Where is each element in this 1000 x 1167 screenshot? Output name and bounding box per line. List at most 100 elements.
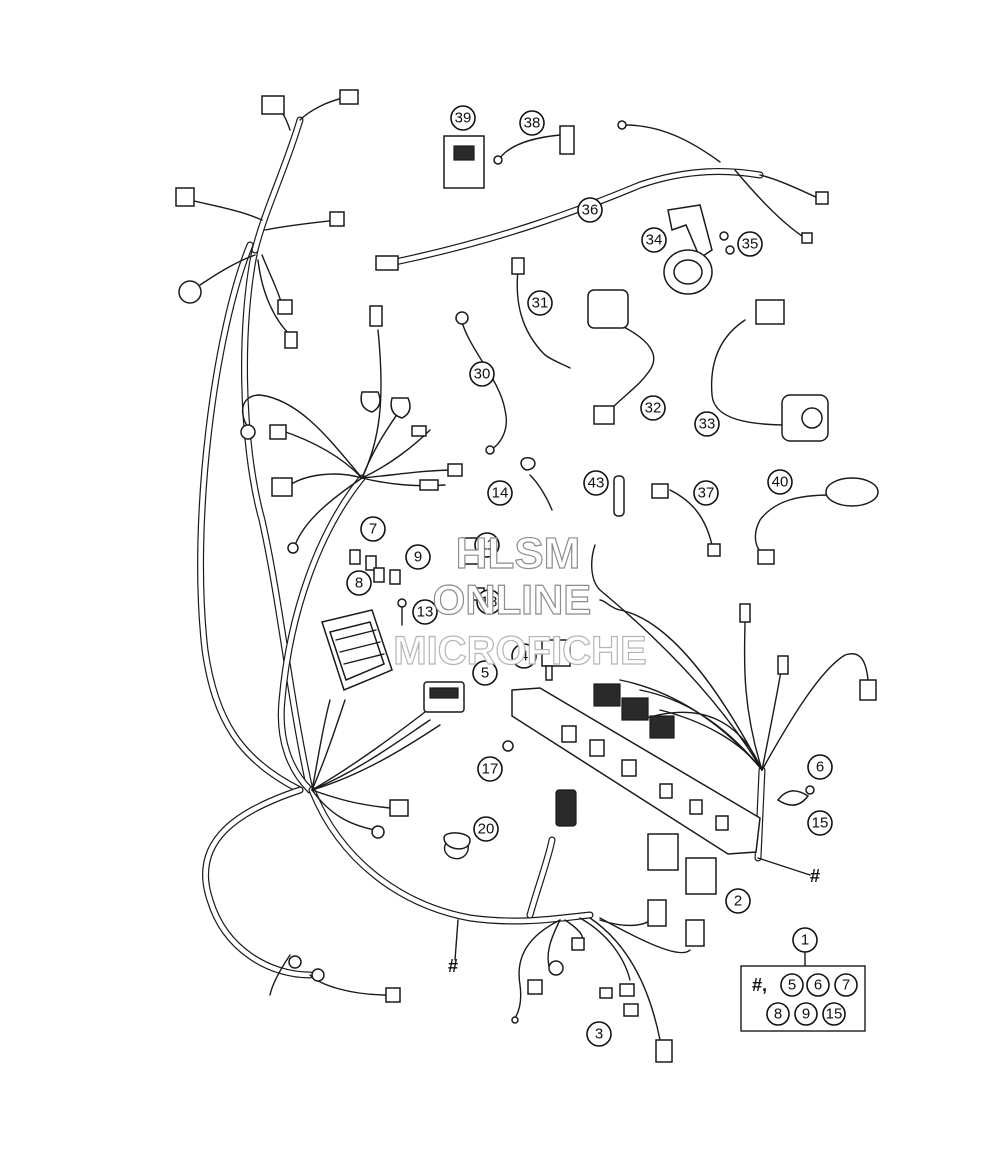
callout-3: 3: [586, 1021, 612, 1047]
connector-center-top: [369, 305, 383, 327]
hash-marker-bottom: #: [448, 956, 458, 976]
bolt-17: [502, 740, 514, 752]
svg-text:39: 39: [455, 110, 472, 127]
callout-8: 8: [346, 570, 372, 596]
callout-34: 34: [641, 227, 667, 253]
relay-4: [541, 639, 571, 667]
kit-item-5: 5: [780, 973, 804, 997]
callout-33: 33: [694, 411, 720, 437]
callout-11: 11: [474, 532, 500, 558]
callout-40: 40: [767, 469, 793, 495]
callout-labels: 39 38 36 34 35 31 30 32 33 14 43 37 40 7…: [346, 105, 833, 1047]
svg-text:37: 37: [698, 485, 715, 502]
part-38-sensor: [559, 125, 575, 155]
connector-top-left-a: [261, 95, 285, 115]
part-32-switch: [587, 289, 629, 329]
callout-39: 39: [450, 105, 476, 131]
tie-20: [443, 832, 471, 850]
svg-text:7: 7: [842, 977, 850, 994]
relay-2b: [685, 857, 717, 895]
leader-lines: [454, 857, 811, 967]
connector-round-left: [178, 280, 202, 304]
callout-30: 30: [469, 361, 495, 387]
watermark-line-3: MICROFICHE: [393, 629, 646, 673]
svg-text:32: 32: [645, 400, 662, 417]
svg-text:35: 35: [742, 236, 759, 253]
hash-marker-right: #: [810, 866, 820, 886]
connector-left-a: [175, 187, 195, 207]
connector-left-d: [284, 331, 298, 349]
part-40-sensor: [825, 477, 879, 507]
callout-38: 38: [519, 110, 545, 136]
kit-item-9: 9: [794, 1002, 818, 1026]
svg-text:7: 7: [369, 521, 377, 538]
part-39-relay: [443, 135, 485, 189]
part-37-connector: [651, 483, 669, 499]
watermark-line-1: HLSM: [456, 529, 581, 578]
watermark-line-2: ONLINE: [433, 576, 592, 623]
kit-item-15: 15: [822, 1002, 846, 1026]
kit-item-7: 7: [834, 973, 858, 997]
svg-text:30: 30: [474, 366, 491, 383]
screw-15: [805, 785, 815, 795]
clamp-6: [776, 790, 810, 806]
svg-text:11: 11: [479, 537, 495, 554]
callout-15: 15: [807, 810, 833, 836]
svg-text:15: 15: [812, 815, 829, 832]
svg-text:6: 6: [814, 977, 822, 994]
callout-31: 31: [527, 290, 553, 316]
part-30-sensor: [455, 311, 469, 325]
callout-18: 18: [476, 589, 502, 615]
svg-text:40: 40: [772, 474, 789, 491]
kit-prefix: #,: [752, 975, 767, 995]
connector-top-left-b: [339, 89, 359, 105]
svg-text:5: 5: [788, 977, 796, 994]
svg-text:13: 13: [417, 604, 434, 621]
svg-text:8: 8: [774, 1006, 782, 1023]
svg-text:17: 17: [482, 761, 499, 778]
callout-20: 20: [473, 816, 499, 842]
kit-contents-box: #, 5 6 7 8 9 15: [740, 965, 866, 1032]
callout-6: 6: [807, 754, 833, 780]
callout-43: 43: [583, 470, 609, 496]
fuse-7: [349, 549, 361, 565]
svg-text:33: 33: [699, 416, 716, 433]
part-32-connector: [593, 405, 615, 425]
callout-2: 2: [725, 888, 751, 914]
part-43-strap: [613, 475, 625, 517]
svg-text:43: 43: [588, 475, 605, 492]
callout-32: 32: [640, 395, 666, 421]
svg-text:6: 6: [816, 759, 824, 776]
svg-text:18: 18: [481, 594, 498, 611]
connector-plate-a: [593, 683, 621, 707]
svg-text:15: 15: [826, 1006, 843, 1023]
screw-13: [397, 598, 407, 608]
fuse-box: [321, 609, 393, 692]
connector-left-c: [277, 299, 293, 315]
main-harness: [197, 116, 766, 979]
svg-text:36: 36: [582, 202, 599, 219]
callout-13: 13: [412, 599, 438, 625]
part-33-connector: [755, 299, 785, 325]
svg-text:31: 31: [532, 295, 549, 312]
callout-17: 17: [477, 756, 503, 782]
part-36-connector: [375, 255, 399, 271]
parts: [175, 89, 879, 1063]
svg-text:4: 4: [520, 648, 528, 665]
callout-9: 9: [405, 544, 431, 570]
connector-rising: [555, 789, 577, 827]
connector-plate-b: [621, 697, 649, 721]
watermark: HLSM ONLINE MICROFICHE: [393, 528, 648, 673]
svg-text:8: 8: [355, 575, 363, 592]
callout-7: 7: [360, 516, 386, 542]
svg-text:14: 14: [492, 485, 509, 502]
callout-14: 14: [487, 480, 513, 506]
fuse-7b: [365, 555, 377, 571]
svg-text:2: 2: [734, 893, 742, 910]
relay-2a: [647, 833, 679, 871]
svg-text:38: 38: [524, 115, 541, 132]
svg-text:9: 9: [414, 549, 422, 566]
callout-35: 35: [737, 231, 763, 257]
callout-4: 4: [511, 643, 537, 669]
fuse-8: [373, 567, 385, 583]
